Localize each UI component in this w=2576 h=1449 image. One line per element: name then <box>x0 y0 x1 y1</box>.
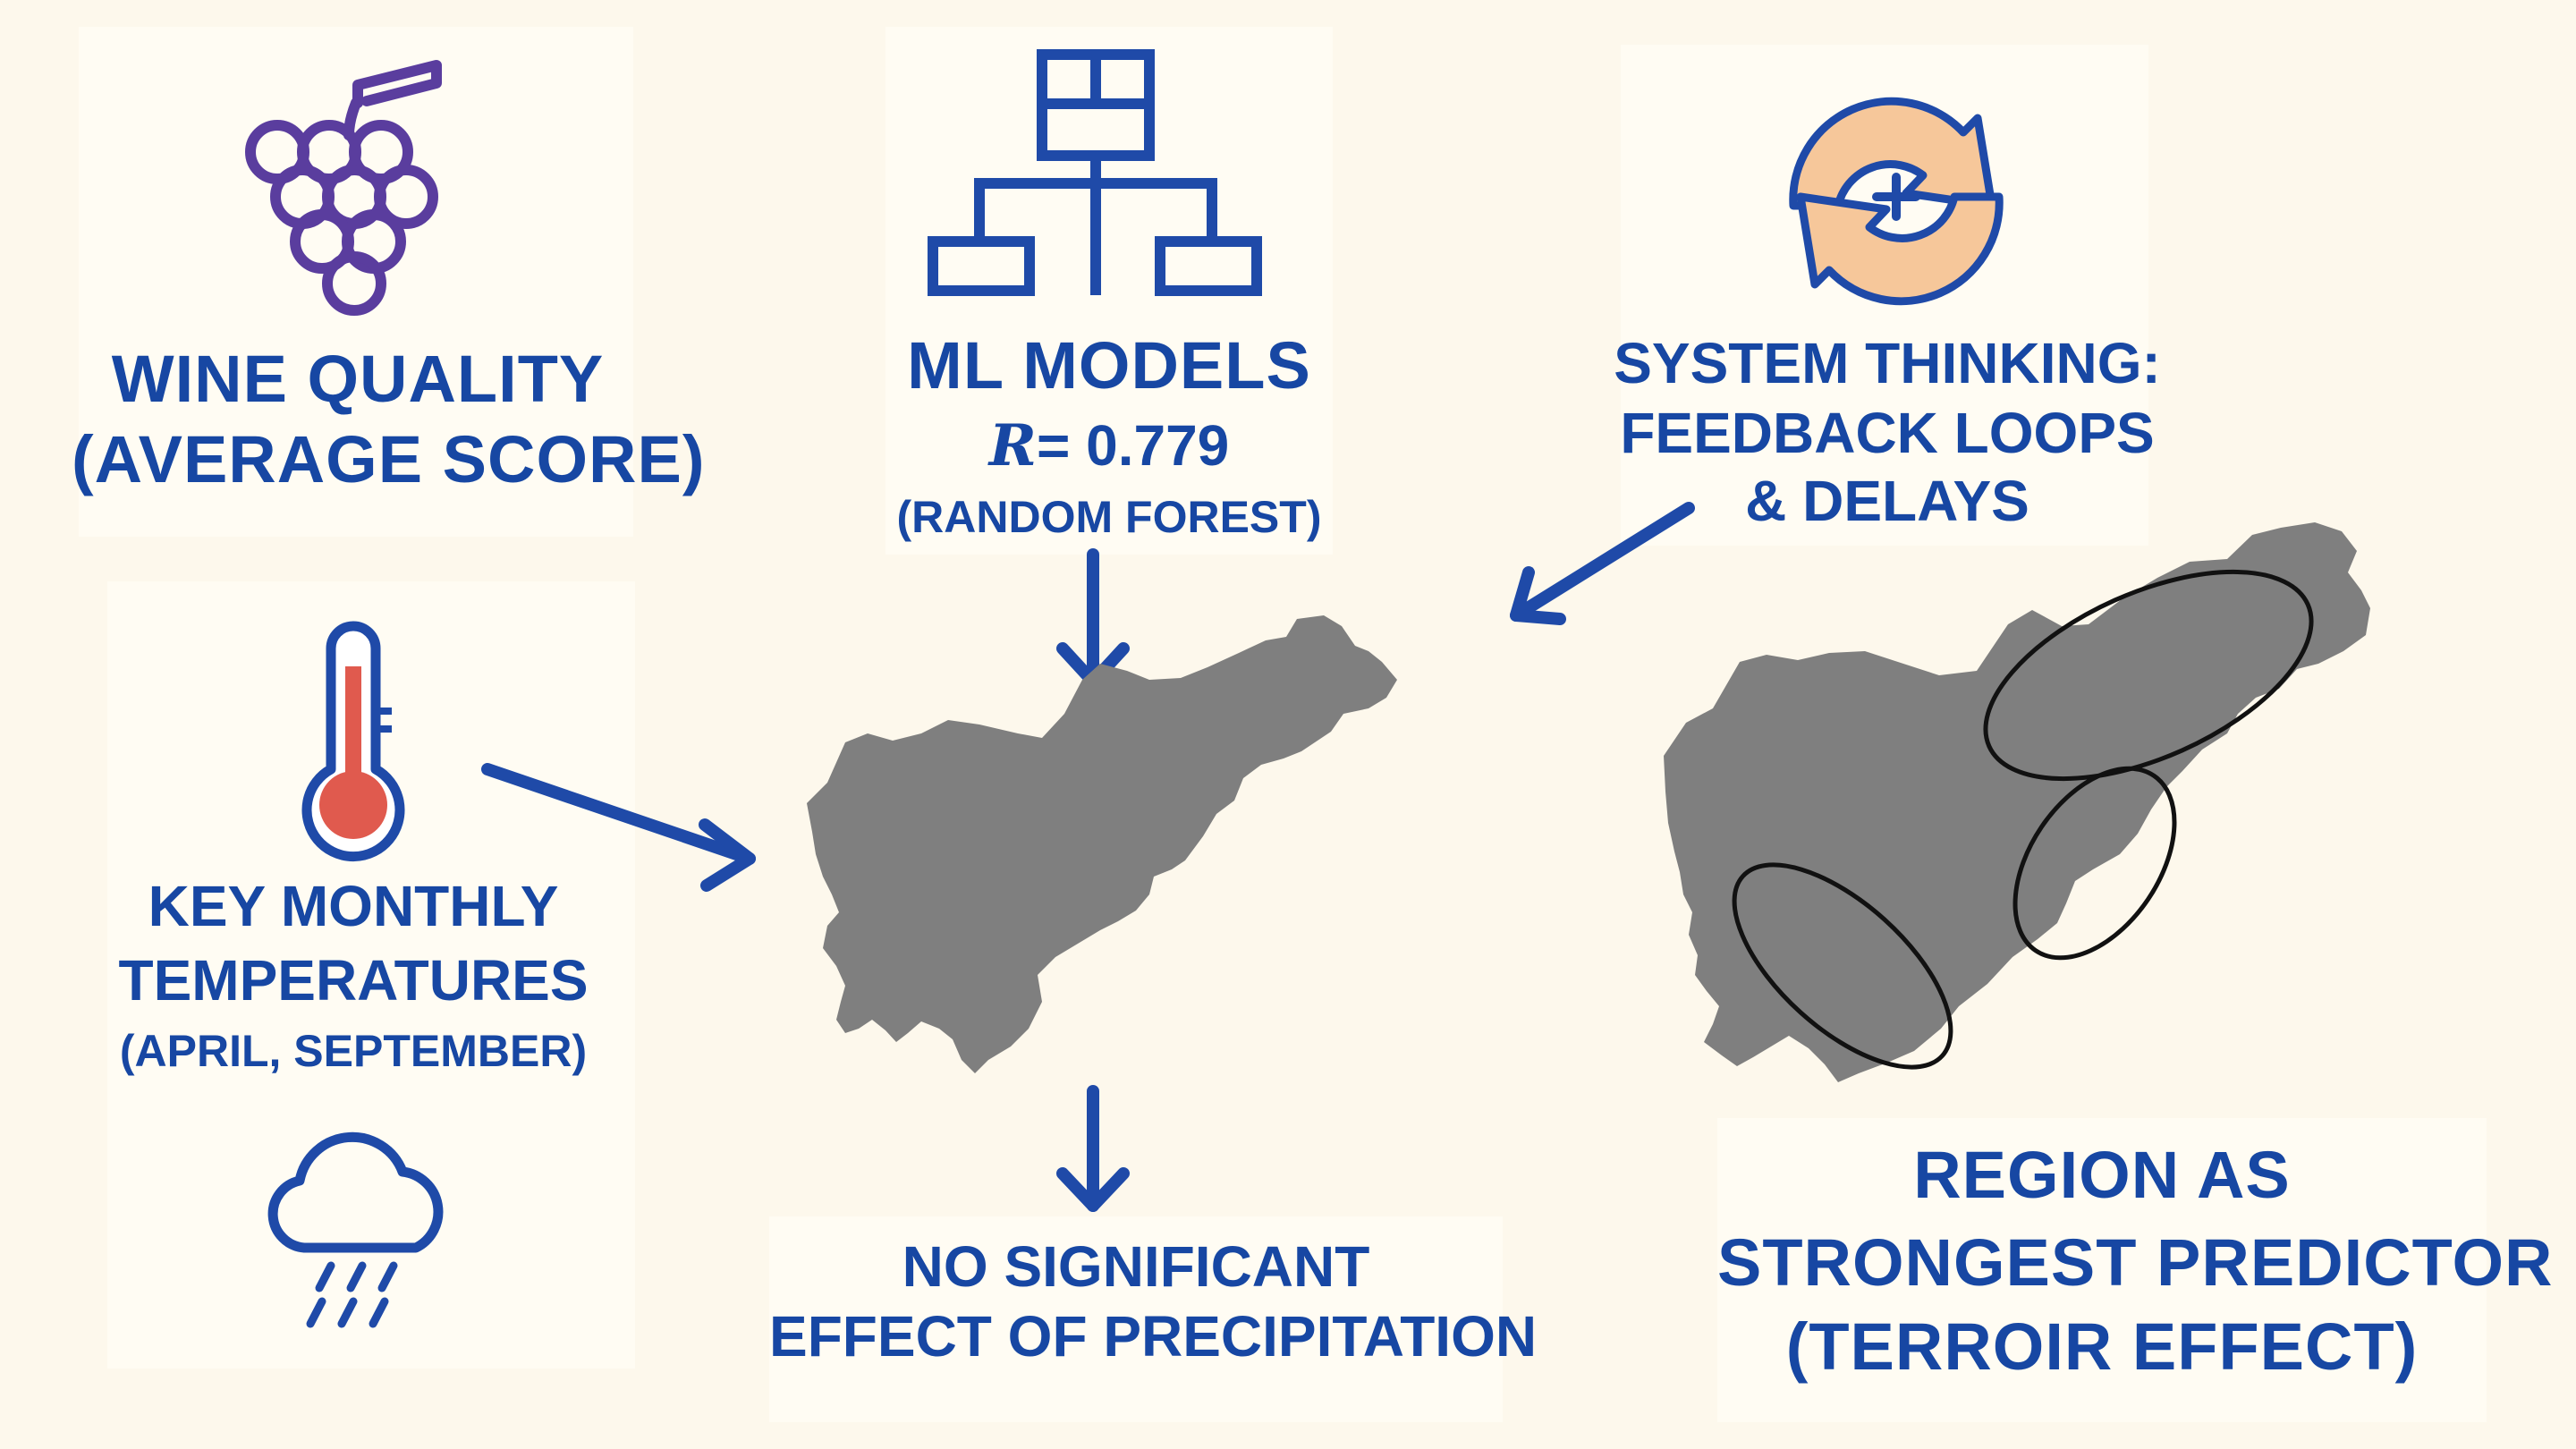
thermometer-icon <box>301 621 405 862</box>
region-line-3: (TERROIR EFFECT) <box>1785 1309 2419 1384</box>
wine-quality-title: WINE QUALITY <box>111 342 605 416</box>
precipitation-panel <box>769 1216 1503 1422</box>
temperature-line-1: KEY MONTHLY <box>148 874 559 938</box>
system-line-3: & DELAYS <box>1745 469 2029 533</box>
arrow-map-to-precipitation <box>1056 1085 1130 1212</box>
wine-quality-subtitle: (AVERAGE SCORE) <box>72 422 706 496</box>
system-line-1: SYSTEM THINKING: <box>1614 331 2161 395</box>
temperature-line-3: (APRIL, SEPTEMBER) <box>119 1026 588 1076</box>
system-line-2: FEEDBACK LOOPS <box>1620 401 2155 465</box>
region-ellipse-northeast <box>1983 569 2314 782</box>
region-line-2: STRONGEST PREDICTOR <box>1717 1225 2554 1300</box>
feedback-loop-icon <box>1789 97 2004 306</box>
region-ellipse-east <box>2012 766 2177 961</box>
precipitation-line-2: EFFECT OF PRECIPITATION <box>769 1304 1538 1368</box>
ml-method: (RANDOM FOREST) <box>896 492 1322 542</box>
region-ellipse-west <box>1732 862 1953 1070</box>
grapes-icon <box>245 60 442 316</box>
region-line-1: REGION AS <box>1913 1138 2291 1212</box>
slovenia-map-regions <box>1664 522 2370 1082</box>
region-panel <box>1717 1118 2487 1422</box>
arrow-temperature-to-map <box>481 763 756 892</box>
ml-r-symbol: R <box>988 412 1037 479</box>
slovenia-map-center <box>807 615 1397 1073</box>
ml-r-number: = 0.779 <box>1036 413 1230 478</box>
ml-r-value: R= 0.779 <box>886 411 1333 481</box>
hierarchy-icon <box>928 49 1262 296</box>
arrow-system-to-map <box>1510 502 1695 625</box>
temperature-line-2: TEMPERATURES <box>118 948 589 1013</box>
rain-cloud-icon <box>267 1131 444 1328</box>
ml-models-title: ML MODELS <box>907 328 1311 402</box>
precipitation-line-1: NO SIGNIFICANT <box>902 1234 1370 1299</box>
